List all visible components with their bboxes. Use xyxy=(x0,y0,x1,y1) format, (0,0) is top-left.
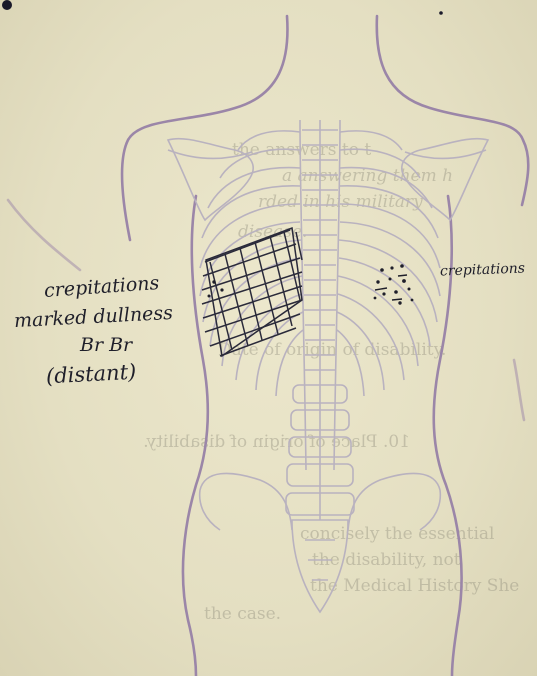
ink-dot xyxy=(439,11,443,15)
ribs-left xyxy=(200,131,303,396)
dullness-hatching xyxy=(202,228,302,356)
ribs-right xyxy=(337,131,440,396)
annotation-bronchial-breathing: Br Br xyxy=(80,334,132,356)
annotation-distant: (distant) xyxy=(45,360,136,389)
crepitation-marks xyxy=(208,264,414,304)
annotation-crepitations-right: crepitations xyxy=(440,261,525,280)
ink-blot xyxy=(2,0,12,10)
